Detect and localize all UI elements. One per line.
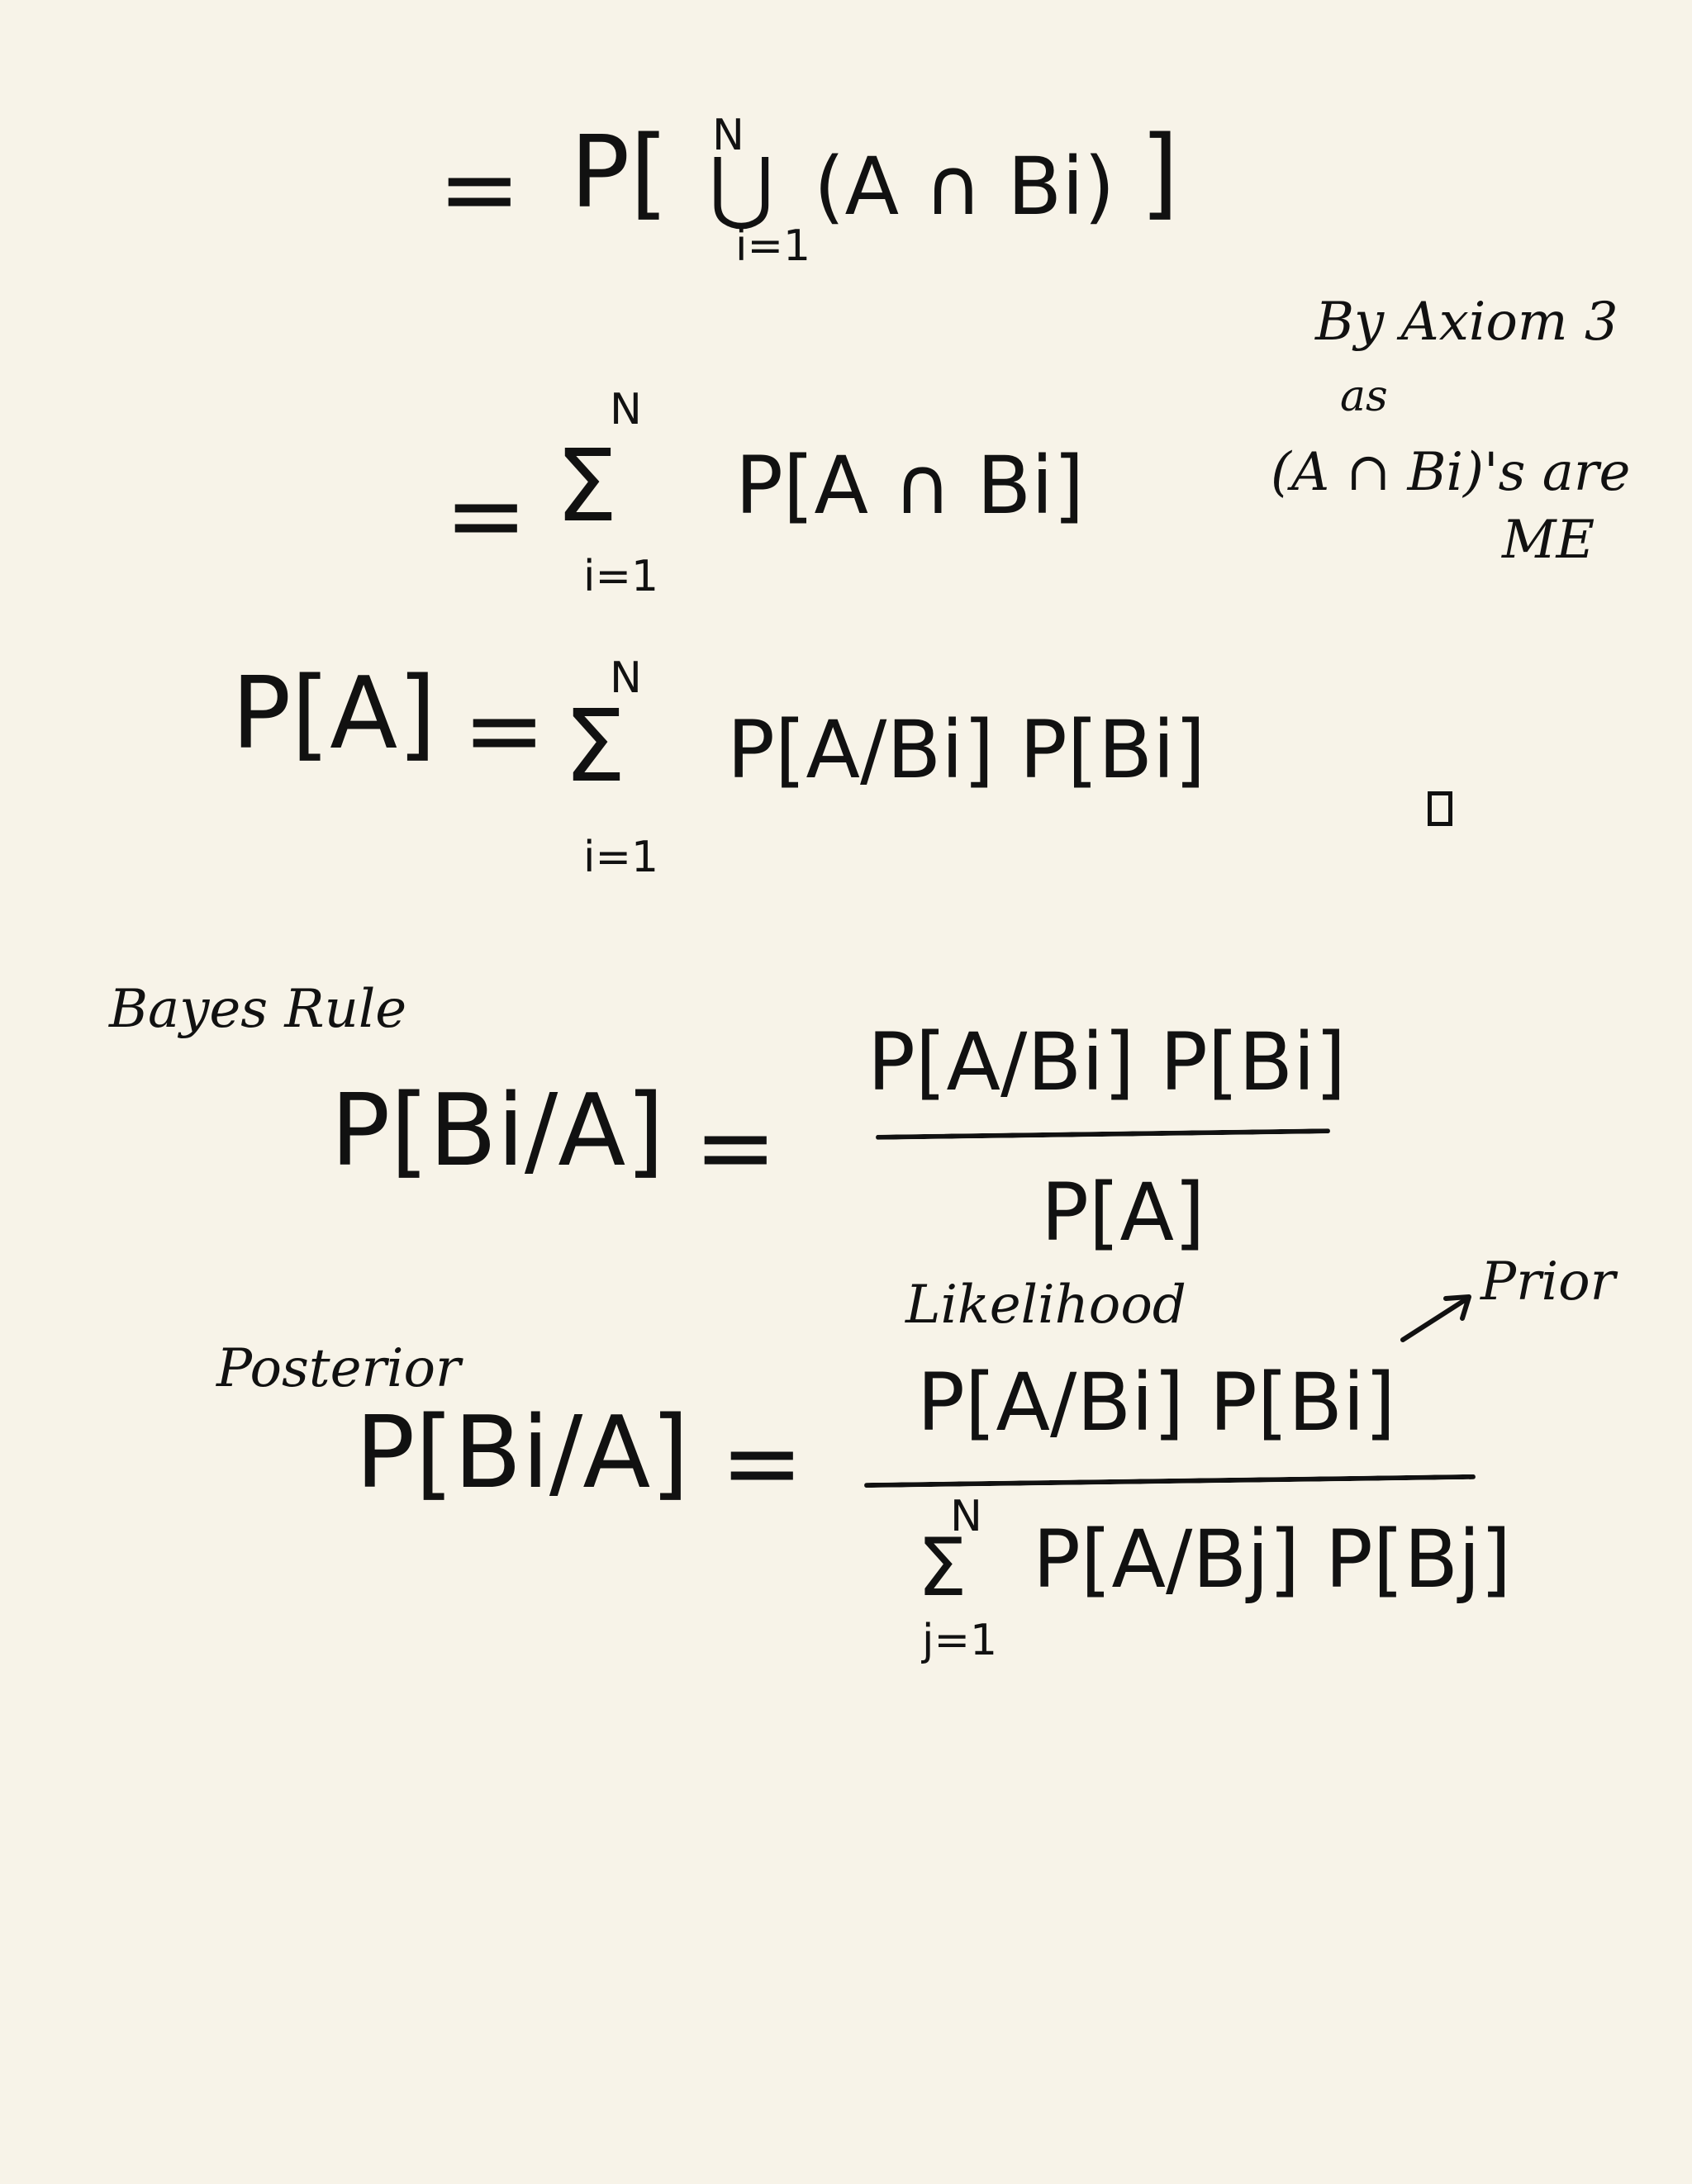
- qed-square-icon: [1428, 791, 1452, 826]
- posterior-equals: =: [720, 1406, 804, 1521]
- line2-equals: =: [444, 458, 528, 573]
- bayes-denominator: P[A]: [1041, 1166, 1205, 1259]
- axiom-note-line2: as: [1340, 372, 1388, 421]
- prior-arrow-icon: [1400, 1294, 1471, 1342]
- line1-union-operator: ⋃: [709, 140, 774, 233]
- line2-upper-limit: N: [610, 385, 642, 434]
- axiom-note-line3: (A ∩ Bi)'s are: [1271, 442, 1631, 503]
- line3-equals: =: [463, 673, 546, 788]
- line1-p-open: P[: [570, 116, 669, 230]
- axiom-note-line4: ME: [1502, 510, 1595, 571]
- bayes-lhs: P[Bi/A]: [330, 1074, 665, 1189]
- line3-lhs: P[A]: [231, 657, 437, 772]
- bayes-numerator: P[A/Bi] P[Bi]: [867, 1016, 1347, 1109]
- line1-lower-limit: i=1: [735, 221, 811, 271]
- line2-sum-operator: Σ: [555, 430, 618, 544]
- posterior-den-sum-operator: Σ: [917, 1522, 967, 1614]
- posterior-den-expression: P[A/Bj] P[Bj]: [1033, 1513, 1512, 1606]
- line1-expression: (A ∩ Bi): [814, 140, 1115, 233]
- label-likelihood: Likelihood: [905, 1275, 1186, 1336]
- line3-expression: P[A/Bi] P[Bi]: [727, 704, 1206, 796]
- line2-expression: P[A ∩ Bi]: [735, 439, 1085, 532]
- label-prior: Prior: [1480, 1251, 1616, 1313]
- line1-bracket-close: ]: [1140, 116, 1179, 230]
- bayes-fraction-bar: [875, 1128, 1331, 1140]
- bayes-heading: Bayes Rule: [109, 979, 407, 1040]
- axiom-note-line1: By Axiom 3: [1315, 292, 1618, 353]
- line2-lower-limit: i=1: [583, 552, 659, 601]
- posterior-lhs: P[Bi/A]: [355, 1396, 690, 1511]
- posterior-den-lower-limit: j=1: [922, 1616, 998, 1665]
- posterior-fraction-bar: [863, 1474, 1476, 1488]
- posterior-den-upper-limit: N: [950, 1492, 982, 1541]
- bayes-equals: =: [694, 1090, 777, 1205]
- posterior-numerator: P[A/Bi] P[Bi]: [917, 1356, 1396, 1449]
- line3-sum-operator: Σ: [563, 690, 626, 805]
- label-posterior: Posterior: [216, 1338, 461, 1399]
- line3-lower-limit: i=1: [583, 833, 659, 882]
- line3-upper-limit: N: [610, 653, 642, 703]
- line1-upper-limit: N: [712, 111, 744, 160]
- line1-equals: =: [438, 132, 521, 247]
